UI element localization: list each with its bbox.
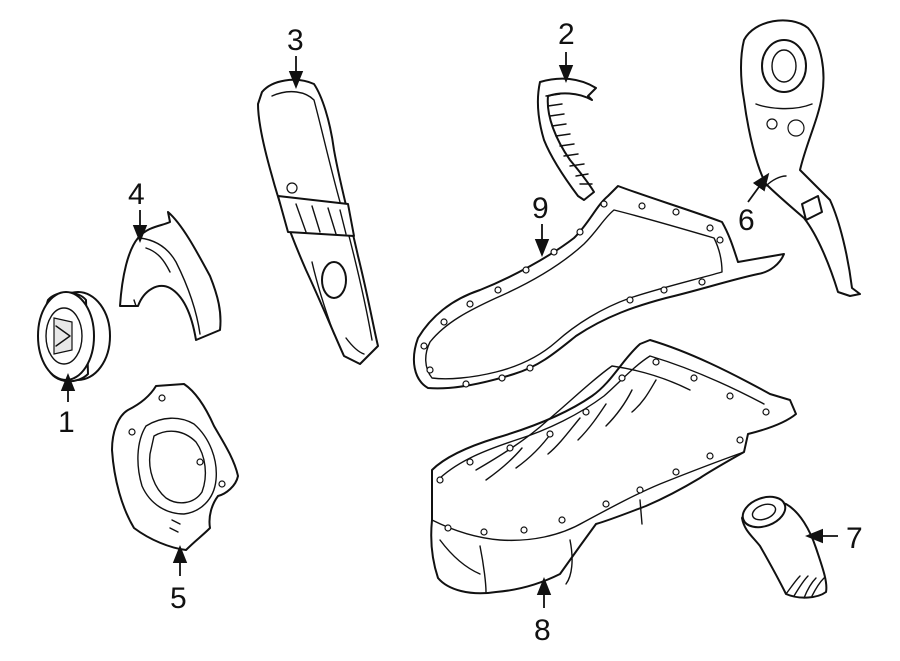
part-1-pulley: [37, 291, 111, 383]
part-5-lower-cover: [111, 383, 239, 551]
part-7-oil-filter: [741, 495, 828, 599]
part-6-rear-cover: [740, 19, 861, 297]
callout-8: 8: [534, 614, 551, 647]
leader-6: [747, 172, 770, 203]
callout-leaders: [60, 52, 838, 608]
part-2-belt: [536, 77, 597, 201]
callout-3: 3: [287, 24, 304, 57]
part-9-gasket: [412, 185, 785, 390]
part-3-belt-cover: [257, 78, 379, 365]
callout-4: 4: [128, 178, 145, 211]
callout-6: 6: [738, 204, 755, 237]
callout-5: 5: [170, 582, 187, 615]
callout-2: 2: [558, 18, 575, 51]
callout-1: 1: [58, 406, 75, 439]
callout-7: 7: [846, 522, 863, 555]
callout-labels: 1 2 3 4 5 6 7 8 9: [58, 18, 863, 647]
part-4-cover: [119, 211, 222, 341]
callout-9: 9: [532, 192, 549, 225]
part-8-oil-pan: [430, 339, 797, 595]
